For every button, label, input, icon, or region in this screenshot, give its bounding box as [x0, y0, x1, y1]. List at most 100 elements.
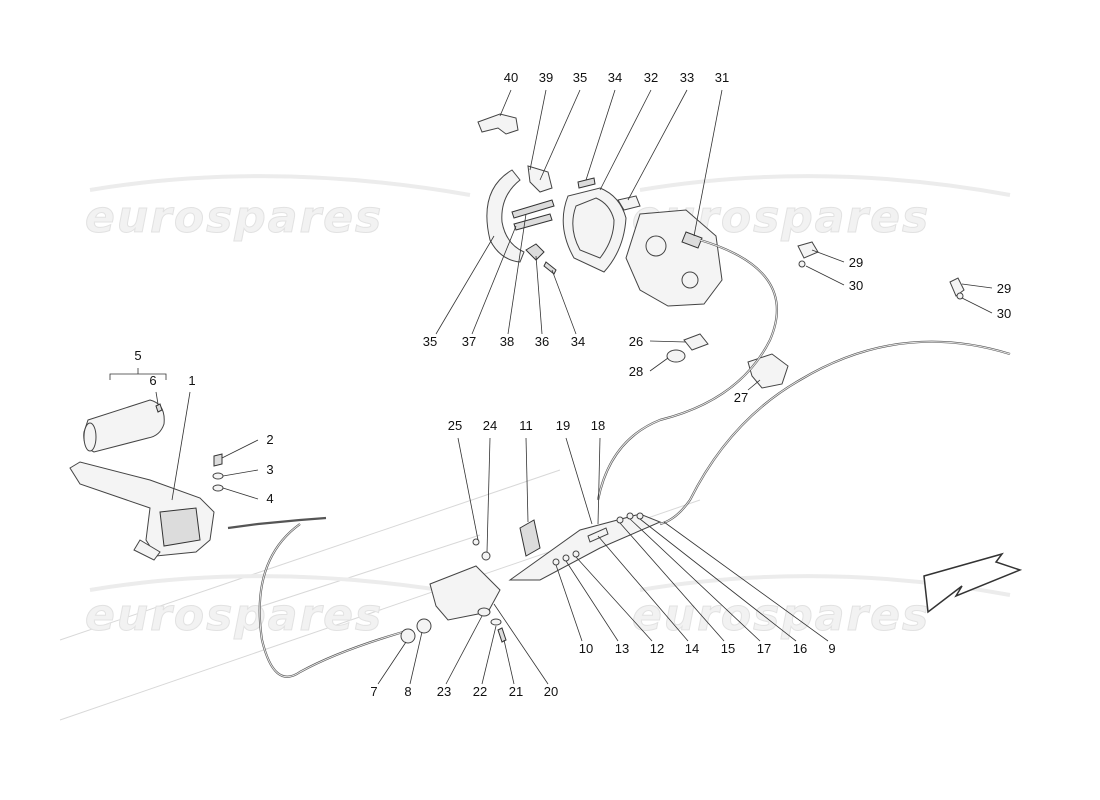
leader-line-28 [649, 357, 669, 372]
callout-label-34a: 34 [608, 70, 622, 85]
grip-part-5 [83, 399, 165, 453]
leader-line-26 [649, 340, 687, 343]
callout-label-16: 16 [793, 641, 807, 656]
leader-line-29b [961, 283, 993, 289]
leader-line-33 [627, 89, 688, 201]
callout-label-17: 17 [757, 641, 771, 656]
callout-label-34b: 34 [571, 334, 585, 349]
callout-label-37: 37 [462, 334, 476, 349]
callout-label-30b: 30 [997, 306, 1011, 321]
callout-label-31: 31 [715, 70, 729, 85]
leader-line-9 [663, 521, 829, 642]
callout-label-40: 40 [504, 70, 518, 85]
brake-shoe-inner [527, 165, 553, 193]
callout-label-2: 2 [266, 432, 273, 447]
leader-line-6 [155, 391, 159, 405]
leader-line-29a [811, 249, 845, 263]
leader-line-36 [535, 255, 543, 335]
leader-line-32 [599, 89, 652, 191]
washer-part-23 [477, 607, 491, 617]
leader-line-25 [457, 437, 479, 541]
nut-part-24 [481, 551, 491, 561]
callout-label-35b: 35 [423, 334, 437, 349]
leader-line-21 [503, 639, 515, 685]
bolt-washers-part-2-3-4 [212, 453, 224, 492]
callout-label-35a: 35 [573, 70, 587, 85]
leader-line-14 [597, 535, 689, 642]
callout-label-33: 33 [680, 70, 694, 85]
bracket-part-40 [477, 113, 519, 135]
callout-label-1: 1 [188, 373, 195, 388]
leader-line-13 [565, 560, 619, 642]
leader-line-38 [507, 213, 527, 335]
callout-label-28: 28 [629, 364, 643, 379]
backing-plate-inner [572, 197, 615, 259]
callout-label-30a: 30 [849, 278, 863, 293]
watermark-text: eurospares [632, 590, 930, 641]
cable-end-part-31 [681, 231, 703, 249]
bolt-part-34-lower [543, 261, 557, 275]
nut-part-17 [626, 512, 634, 520]
callout-label-29a: 29 [849, 255, 863, 270]
spring-part-14 [587, 527, 609, 543]
callout-label-32: 32 [644, 70, 658, 85]
clip-part-29-30 [797, 241, 965, 300]
callout-label-29b: 29 [997, 281, 1011, 296]
leader-line-34b [551, 269, 577, 335]
leader-line-1 [171, 391, 191, 501]
callout-label-18: 18 [591, 418, 605, 433]
direction-arrow [923, 552, 1023, 614]
bracket-part-27 [747, 353, 789, 389]
leader-line-7 [377, 641, 407, 685]
callout-label-8: 8 [404, 684, 411, 699]
adjuster-part-36 [525, 243, 545, 261]
watermark-bottom: eurospares [85, 574, 471, 642]
leader-line-23 [445, 615, 483, 685]
cable-lever-link [227, 516, 327, 530]
leader-line-35a [539, 89, 581, 181]
leader-line-22 [481, 625, 497, 685]
bolt-part-34 [577, 177, 596, 189]
leader-line-24 [486, 437, 491, 553]
washer-part-22 [490, 618, 502, 626]
hub-bore [645, 235, 667, 257]
callout-label-19: 19 [556, 418, 570, 433]
callout-label-26: 26 [629, 334, 643, 349]
callout-label-24: 24 [483, 418, 497, 433]
nut-part-7 [400, 628, 416, 644]
callout-label-39: 39 [539, 70, 553, 85]
callout-label-27: 27 [734, 390, 748, 405]
leader-line-16 [639, 518, 797, 642]
bracket-part-33 [617, 195, 641, 211]
leader-line-11 [525, 437, 529, 523]
leader-line-4 [222, 487, 259, 500]
spring-part-38 [511, 199, 555, 219]
callout-label-15: 15 [721, 641, 735, 656]
callout-label-36: 36 [535, 334, 549, 349]
callout-label-12: 12 [650, 641, 664, 656]
leader-line-17 [629, 518, 761, 642]
callout-label-23: 23 [437, 684, 451, 699]
cable-rear-right [659, 340, 1011, 526]
leader-line-15 [619, 522, 725, 642]
leader-line-20 [493, 603, 549, 685]
callout-label-25: 25 [448, 418, 462, 433]
callout-label-13: 13 [615, 641, 629, 656]
watermark-top: eurospares [85, 174, 471, 244]
equaliser-part-11 [519, 519, 541, 557]
handbrake-lever-part-1 [69, 461, 215, 561]
leader-line-18 [597, 437, 601, 525]
nut-part-12 [572, 550, 580, 558]
callout-label-6: 6 [149, 373, 156, 388]
callout-label-4: 4 [266, 491, 273, 506]
cables [227, 238, 1011, 678]
equaliser-assembly [400, 512, 662, 644]
nut-part-10 [552, 558, 560, 566]
guide-plate [508, 513, 662, 581]
bolt-part-25 [472, 538, 480, 546]
callout-label-3: 3 [266, 462, 273, 477]
pin-part-6 [155, 403, 163, 413]
nut-part-13 [562, 554, 570, 562]
